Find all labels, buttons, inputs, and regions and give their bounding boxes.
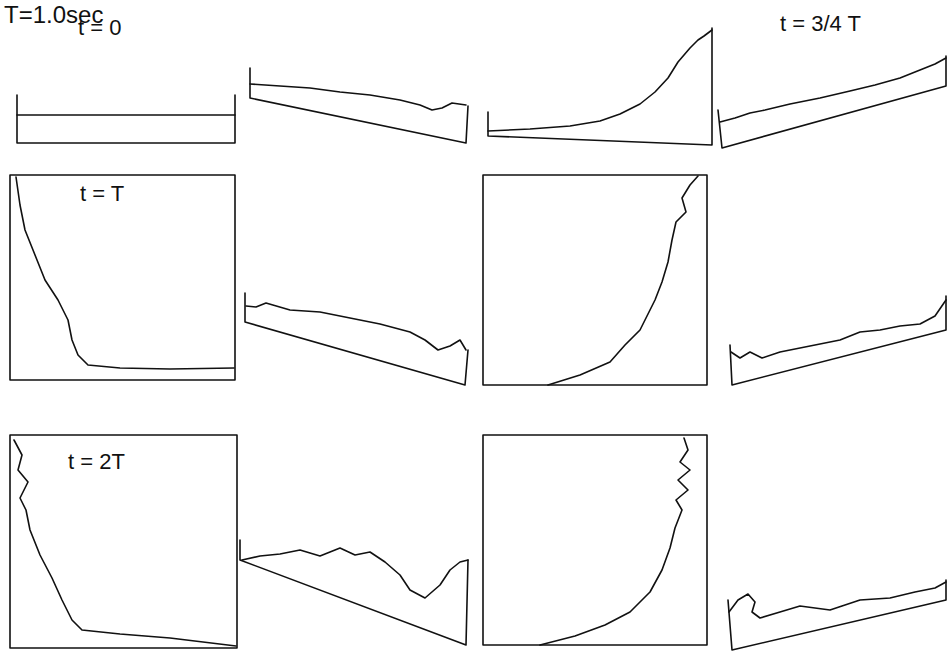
free-surface — [488, 30, 712, 131]
time-label: t = 0 — [78, 16, 121, 40]
tank-frame — [483, 175, 707, 385]
tank-wall — [250, 68, 468, 143]
tank-wall — [730, 296, 946, 385]
tank-wall — [240, 540, 468, 645]
free-surface — [16, 177, 234, 369]
tank-frame — [240, 540, 468, 645]
tank-frame — [10, 435, 237, 648]
tank-frame — [488, 28, 712, 145]
tank-wall — [245, 293, 468, 385]
free-surface — [17, 114, 235, 116]
tank-frame — [10, 175, 235, 380]
tank-frame — [17, 95, 235, 143]
tank-frame — [245, 293, 468, 385]
tank-frame — [718, 56, 946, 148]
tank-frame — [730, 296, 946, 385]
time-label: t = 2T — [68, 450, 125, 474]
tank-wall — [17, 95, 235, 143]
tank-wall — [718, 56, 946, 148]
free-surface — [250, 84, 466, 110]
tank-frame — [483, 435, 707, 645]
free-surface — [242, 548, 468, 598]
free-surface — [246, 303, 466, 350]
tank-frame — [250, 68, 468, 143]
free-surface — [540, 438, 690, 645]
tank-wall — [10, 175, 235, 380]
tank-wall — [483, 435, 707, 645]
tank-frame — [728, 580, 946, 650]
tank-wall — [483, 175, 707, 385]
tank-wall — [10, 435, 237, 648]
free-surface — [729, 582, 946, 618]
tank-wall — [488, 28, 712, 145]
tank-wall — [728, 580, 946, 650]
free-surface — [548, 176, 698, 385]
free-surface — [720, 58, 946, 122]
free-surface — [731, 300, 946, 358]
free-surface — [14, 440, 236, 646]
time-label: t = 3/4 T — [780, 12, 861, 36]
time-label: t = T — [80, 182, 124, 206]
